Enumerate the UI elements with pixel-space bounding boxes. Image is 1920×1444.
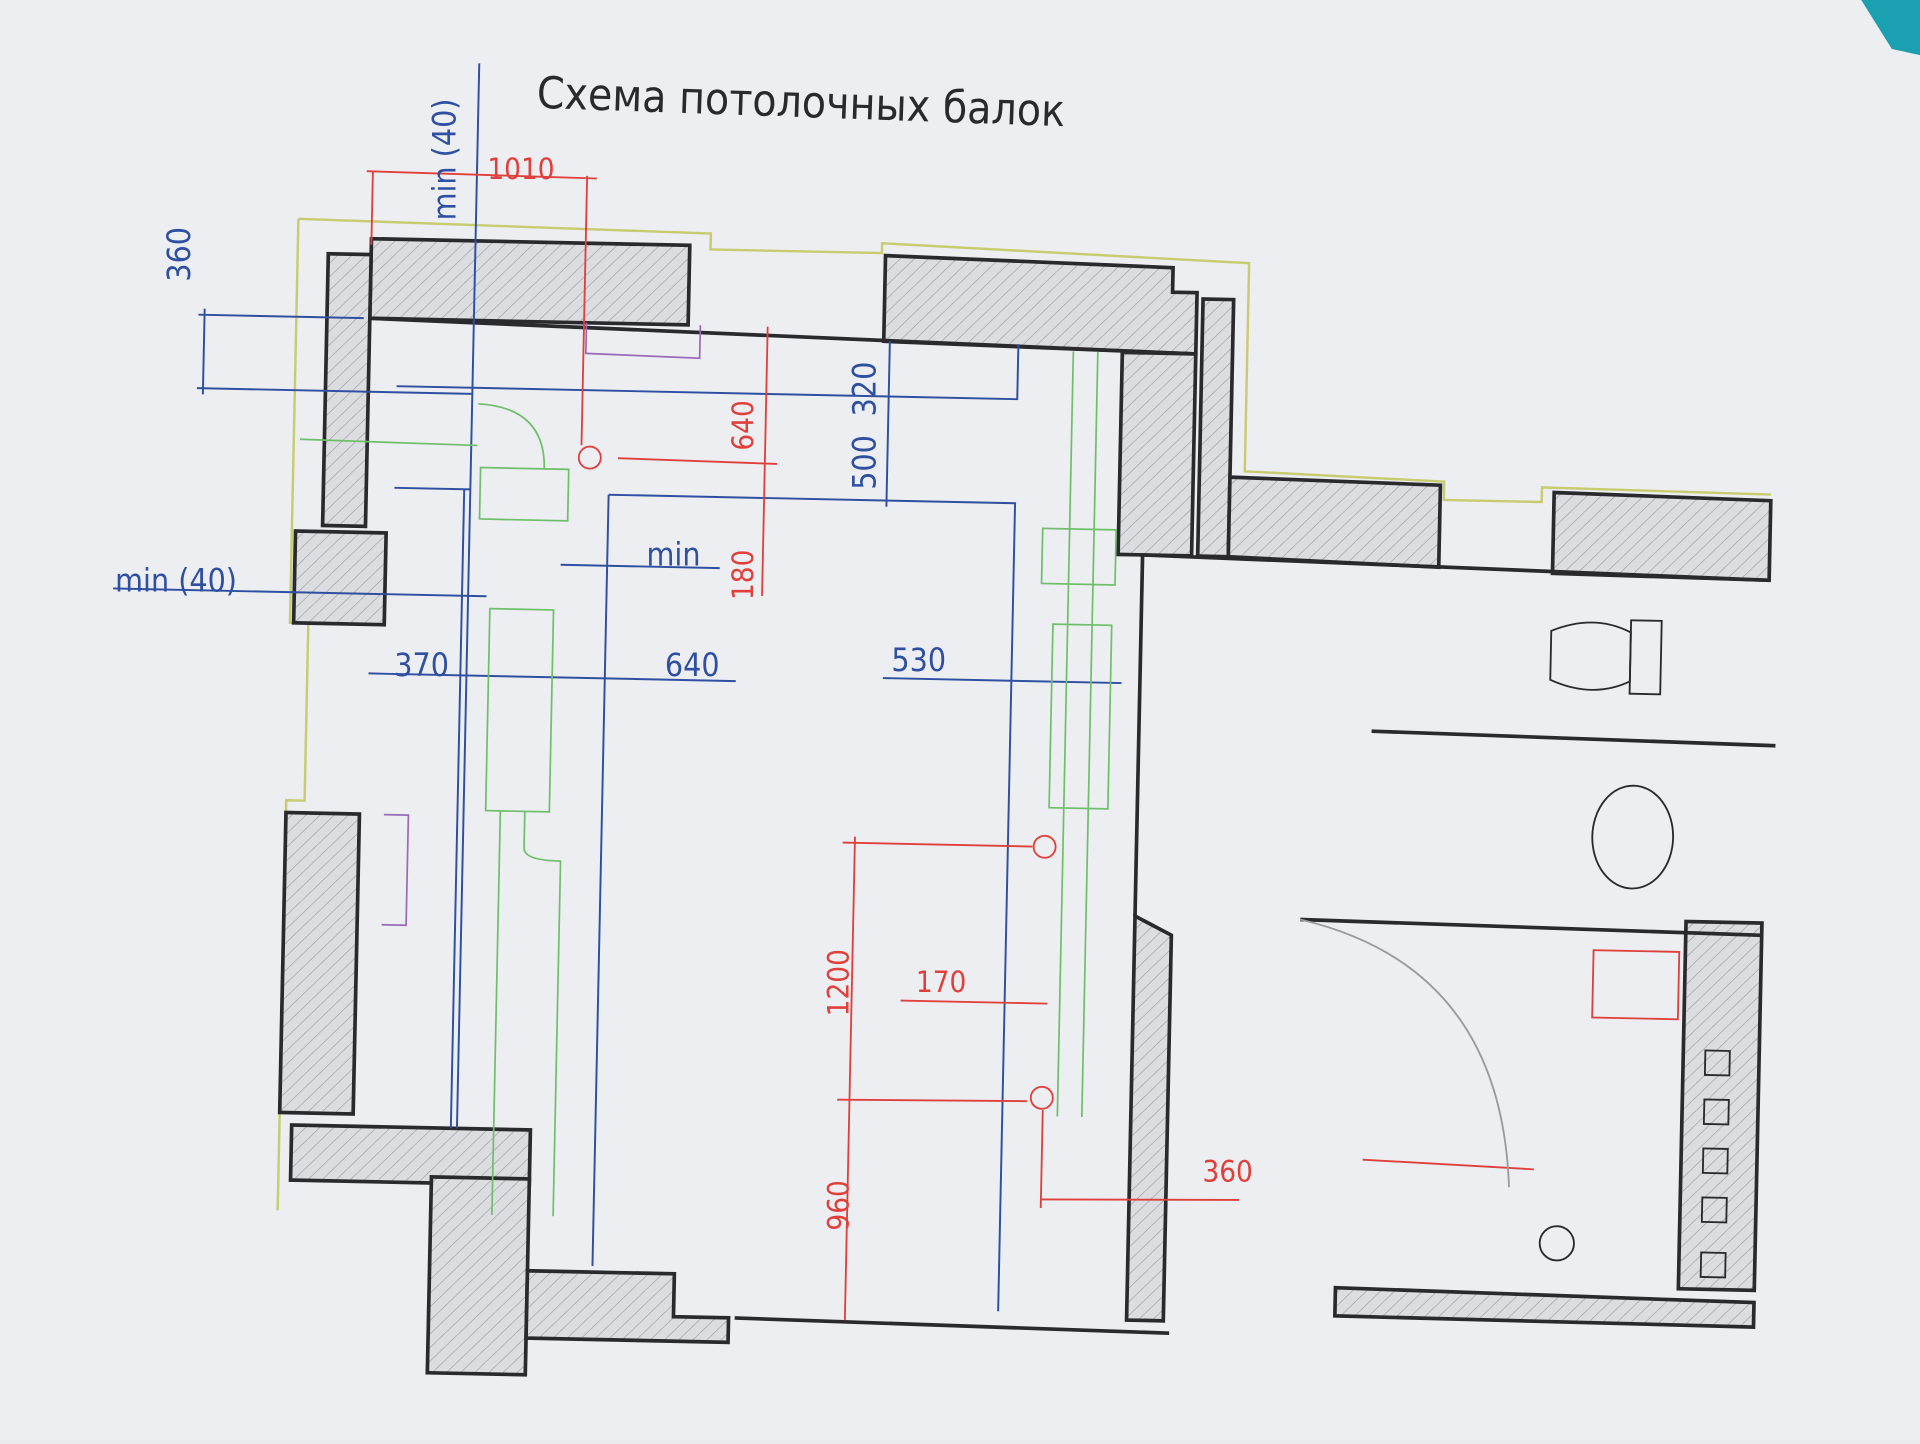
dim-320: 320 — [846, 362, 884, 417]
dim-1010: 1010 — [487, 152, 554, 186]
drain-icon — [1538, 1225, 1575, 1262]
dim-370: 370 — [394, 646, 449, 684]
dim-500: 500 — [846, 435, 884, 490]
walls — [277, 236, 1776, 1377]
ventilation-ducts — [299, 351, 1118, 1217]
sink-icon — [1591, 784, 1675, 890]
beam-lines — [113, 63, 1122, 1312]
cistern-icon — [1628, 619, 1663, 696]
dim-min: min — [647, 536, 701, 574]
dim-min40-vertical: min (40) — [426, 99, 464, 221]
dim-960: 960 — [822, 1180, 856, 1230]
dim-180: 180 — [726, 550, 760, 600]
red-dimension-labels: 1010 640 180 1200 170 960 360 — [487, 152, 1253, 1231]
outer-outline — [298, 217, 1771, 504]
teal-page-corner — [1861, 0, 1920, 56]
dim-360-red: 360 — [1202, 1155, 1252, 1189]
dim-640-red: 640 — [726, 400, 760, 450]
dim-530: 530 — [891, 641, 946, 679]
dim-1200: 1200 — [822, 949, 856, 1016]
dim-360: 360 — [160, 227, 198, 282]
door-swing — [1300, 918, 1510, 1188]
vent-grille-icons — [1699, 1049, 1731, 1279]
dim-min40-left: min (40) — [115, 561, 237, 599]
bathroom-fixtures — [1300, 619, 1731, 1279]
blue-dimension-labels: min (40) 360 320 500 min min (40) 370 64… — [115, 99, 946, 684]
purple-marks — [381, 322, 702, 927]
dim-640-blue: 640 — [665, 646, 720, 684]
red-dimension-lines — [366, 170, 1681, 1321]
dim-170: 170 — [916, 965, 966, 999]
